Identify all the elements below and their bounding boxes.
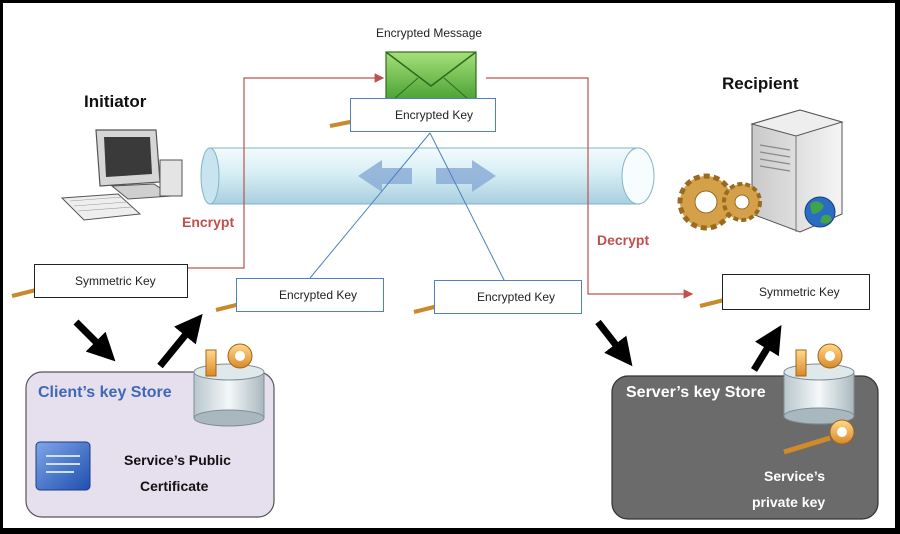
certificate-icon [35,441,91,491]
arrow-to-server-store [595,319,633,367]
symmetric-key-left-label: Symmetric Key [75,274,156,288]
client-cert-label-1: Service’s Public [124,452,231,468]
key-links [309,132,506,283]
client-store-label: Client’s key Store [38,384,172,401]
arrow-from-server-store [751,325,782,372]
decrypt-label: Decrypt [597,232,650,248]
client-store-cylinder-icon [193,343,265,427]
private-key-icon [783,419,855,455]
recipient-label: Recipient [722,74,799,93]
decrypt-path [486,77,694,299]
encrypted-key-left-label: Encrypted Key [279,288,358,302]
encrypt-path [188,73,385,269]
initiator-label: Initiator [84,92,147,111]
server-key-label-2: private key [752,494,826,510]
arrow-from-client-store [157,313,203,369]
symmetric-key-box-left: Symmetric Key [34,264,188,298]
arrow-to-client-store [73,319,116,362]
globe-icon [804,196,836,228]
server-key-label-1: Service’s [764,468,825,484]
symmetric-key-box-right: Symmetric Key [722,274,870,310]
encrypted-key-top-label: Encrypted Key [395,108,474,122]
encrypted-key-mid-label: Encrypted Key [477,290,556,304]
encrypted-message-label: Encrypted Message [376,26,483,40]
encrypted-key-box-left: Encrypted Key [236,278,384,312]
server-store-label: Server’s key Store [626,384,766,401]
encrypted-key-box-top: Encrypted Key [350,98,496,132]
network-pipe [200,147,655,205]
computer-icon [60,129,183,221]
encrypted-key-box-mid: Encrypted Key [434,280,582,314]
symmetric-key-right-label: Symmetric Key [759,285,840,299]
gears-icon [677,173,762,231]
client-cert-label-2: Certificate [140,478,209,494]
server-store-cylinder-icon [783,343,855,425]
encrypt-label: Encrypt [182,214,235,230]
